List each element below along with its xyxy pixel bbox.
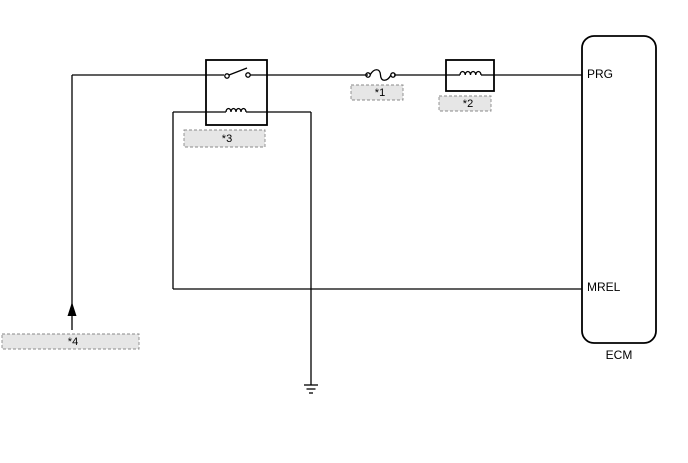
ecm-pin-prg: PRG [587, 67, 613, 81]
label-relay: *3 [183, 129, 266, 148]
coil-icon [225, 107, 247, 113]
label-source-text: *4 [68, 336, 78, 348]
ecm-box [581, 35, 657, 344]
coil-icon [459, 70, 482, 76]
label-relay-text: *3 [222, 133, 232, 145]
ecm-title: ECM [606, 348, 633, 362]
label-fuse-text: *1 [375, 87, 385, 99]
label-source: *4 [1, 333, 140, 350]
fuse-icon [365, 69, 396, 81]
relay-box [205, 59, 268, 126]
ecm-pin-mrel: MREL [587, 280, 621, 294]
ground-icon [304, 384, 318, 394]
label-vsv-text: *2 [463, 98, 473, 110]
arrow-up-icon [67, 302, 77, 316]
relay-switch-icon [224, 67, 251, 79]
label-vsv: *2 [438, 95, 492, 112]
label-fuse: *1 [350, 84, 404, 101]
